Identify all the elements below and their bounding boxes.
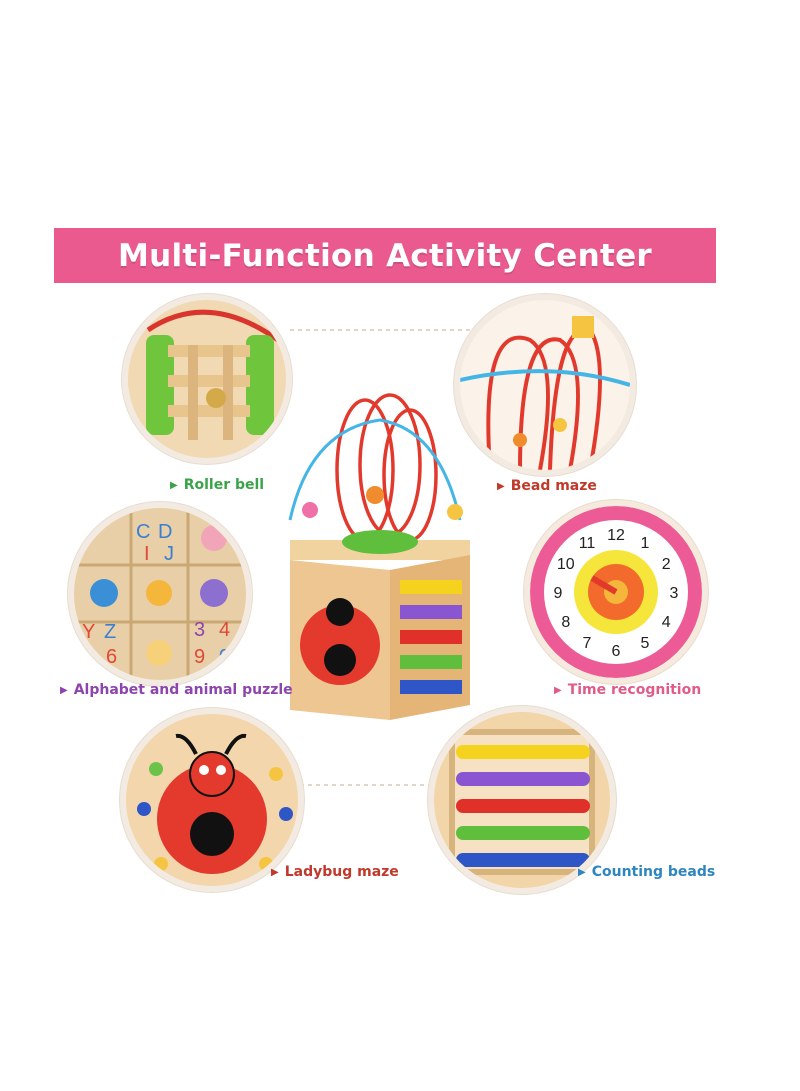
triangle-icon: ▶: [271, 867, 279, 878]
puzzle-letter-4: 4: [219, 619, 230, 641]
banner-title: Multi-Function Activity Center: [117, 237, 653, 274]
clock-numeral: 12: [607, 527, 625, 544]
clock-numeral: 9: [554, 585, 563, 602]
ladybug-maze-label: ▶ Ladybug maze: [271, 864, 399, 880]
time-recognition-label: ▶ Time recognition: [554, 682, 701, 698]
ladybug-image: [120, 708, 304, 892]
clock-numeral: 8: [561, 614, 570, 631]
bead-maze-image: [454, 294, 636, 476]
alphabet-puzzle-image: C D I J Y Z 6 3 4 9 0: [68, 502, 252, 686]
title-banner: Multi-Function Activity Center: [54, 228, 716, 283]
bead-maze-label: ▶ Bead maze: [497, 478, 597, 494]
clock-numeral: 6: [612, 643, 621, 660]
clock-numeral: 2: [662, 556, 671, 573]
triangle-icon: ▶: [170, 480, 178, 491]
puzzle-letter-z: Z: [104, 621, 116, 643]
puzzle-letter-d: D: [158, 521, 172, 543]
counting-beads-text: Counting beads: [591, 864, 716, 880]
clock-numeral: 3: [670, 585, 679, 602]
puzzle-letter-c: C: [136, 521, 150, 543]
counting-beads-label: ▶ Counting beads: [578, 864, 715, 880]
puzzle-letter-6: 6: [106, 646, 117, 668]
clock-numeral: 5: [641, 635, 650, 652]
triangle-icon: ▶: [497, 481, 505, 492]
roller-bell-text: Roller bell: [183, 477, 265, 493]
puzzle-letter-9: 9: [194, 646, 205, 668]
clock-numeral: 10: [557, 556, 575, 573]
counting-beads-image: [428, 706, 616, 894]
triangle-icon: ▶: [60, 685, 68, 696]
clock-numeral: 11: [579, 535, 596, 552]
triangle-icon: ▶: [578, 867, 586, 878]
clock-numeral: 1: [641, 535, 650, 552]
puzzle-letter-i: I: [144, 543, 150, 565]
roller-bell-label: ▶ Roller bell: [170, 477, 264, 493]
alphabet-puzzle-label: ▶ Alphabet and animal puzzle: [60, 682, 293, 698]
alphabet-puzzle-text: Alphabet and animal puzzle: [73, 682, 293, 698]
puzzle-letter-y: Y: [82, 621, 95, 643]
clock-numeral: 7: [583, 635, 592, 652]
triangle-icon: ▶: [554, 685, 562, 696]
time-recognition-text: Time recognition: [567, 682, 702, 698]
roller-bell-image: [122, 294, 292, 464]
bead-maze-text: Bead maze: [510, 478, 597, 494]
puzzle-letter-j: J: [164, 543, 174, 565]
ladybug-maze-text: Ladybug maze: [284, 864, 399, 880]
activity-cube-image: [270, 380, 490, 725]
clock-numeral: 4: [662, 614, 671, 631]
puzzle-letter-3: 3: [194, 619, 205, 641]
